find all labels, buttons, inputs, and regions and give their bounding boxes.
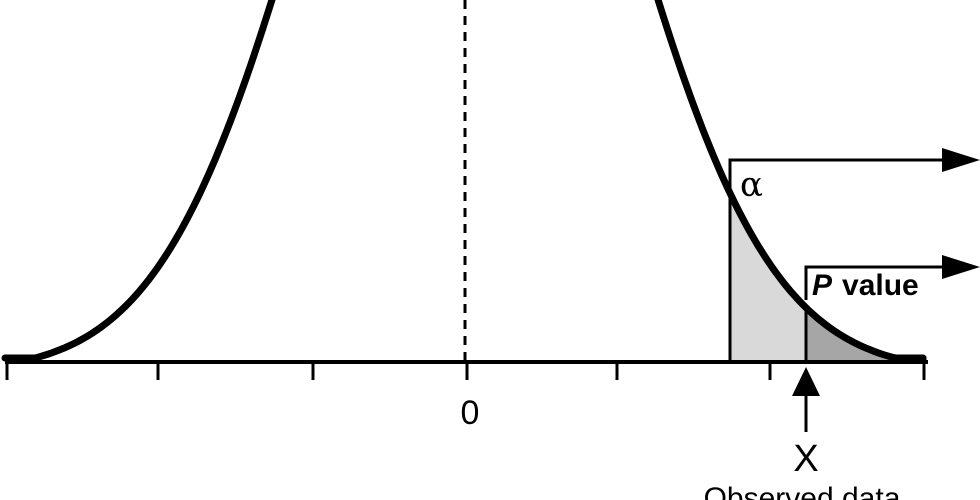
observed-arrowhead: [792, 367, 820, 396]
alpha-arrowhead: [942, 148, 980, 172]
alpha-arrow: [728, 158, 945, 214]
observed-marker-label: X: [793, 438, 818, 480]
p-value-word: value: [842, 269, 919, 302]
p-value-arrowhead: [942, 255, 980, 279]
p-value-letter: P: [812, 269, 833, 302]
observed-caption: Observed data: [704, 482, 901, 500]
p-value-region: [804, 304, 928, 364]
axis-ticks: [5, 362, 926, 380]
alpha-label: α: [740, 165, 763, 205]
distribution-curve: [1, 0, 927, 362]
center-label: 0: [461, 394, 480, 432]
p-value-arrow: [804, 265, 945, 300]
